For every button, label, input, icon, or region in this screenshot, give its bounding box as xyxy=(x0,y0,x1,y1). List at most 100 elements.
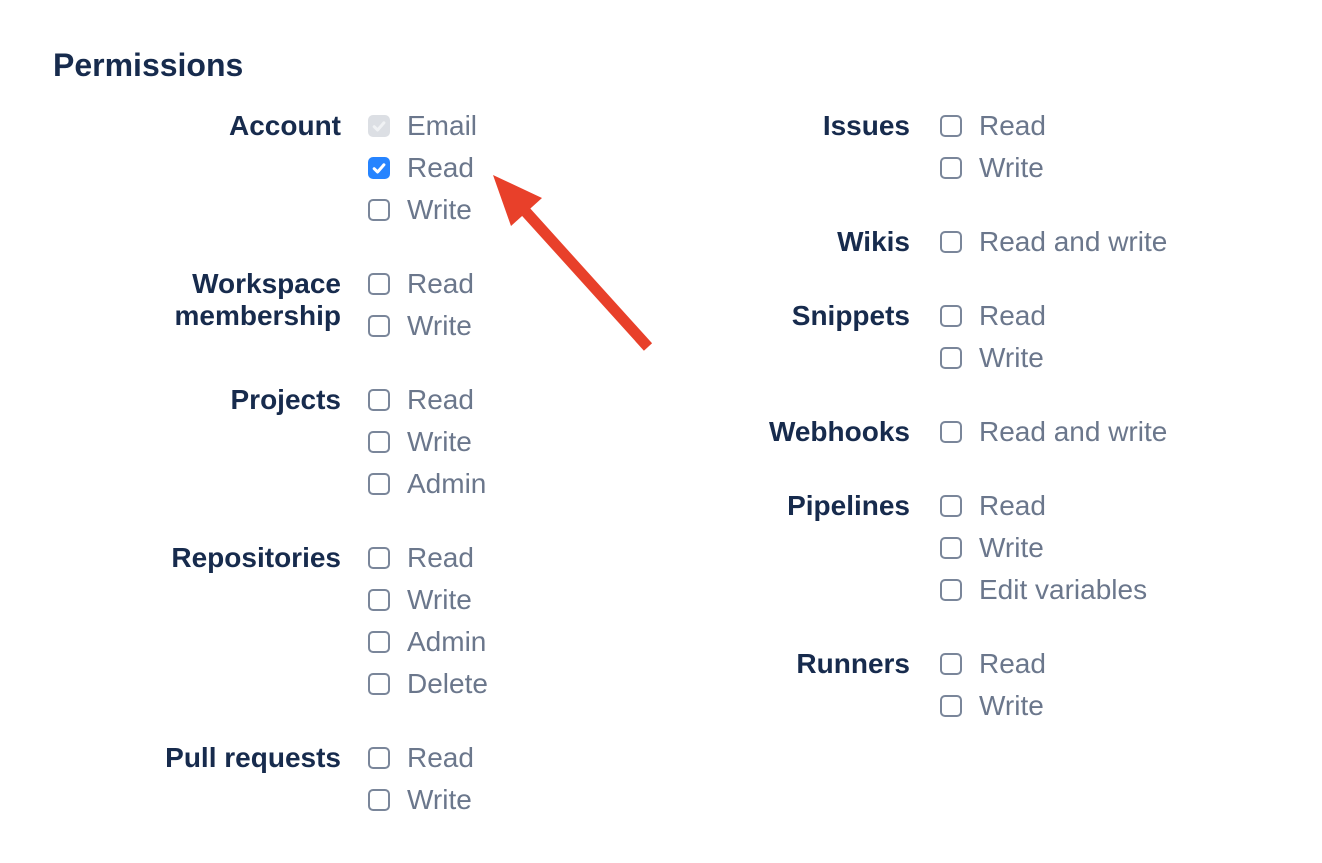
checkbox-label[interactable]: Read xyxy=(407,268,474,299)
repositories-delete-row[interactable]: Delete xyxy=(368,668,488,699)
group-label-issues: Issues xyxy=(822,110,910,141)
permission-options: Read Write xyxy=(940,300,1046,389)
checkbox-label[interactable]: Read and write xyxy=(979,226,1168,257)
repositories-admin-row[interactable]: Admin xyxy=(368,626,488,657)
projects-admin-checkbox[interactable] xyxy=(368,473,390,495)
repositories-read-row[interactable]: Read xyxy=(368,542,488,573)
pipelines-edit-variables-row[interactable]: Edit variables xyxy=(940,574,1148,605)
workspace-membership-write-checkbox[interactable] xyxy=(368,315,390,337)
permission-group: Pipelines Read Write Edit variables xyxy=(613,490,1167,621)
projects-read-checkbox[interactable] xyxy=(368,389,390,411)
checkbox-label[interactable]: Read xyxy=(979,110,1046,141)
runners-write-checkbox[interactable] xyxy=(940,695,962,717)
wikis-read-and-write-checkbox[interactable] xyxy=(940,231,962,253)
checkbox-label[interactable]: Write xyxy=(979,342,1044,373)
checkbox-label[interactable]: Write xyxy=(407,784,472,815)
checkbox-label[interactable]: Write xyxy=(979,152,1044,183)
checkbox-label[interactable]: Read xyxy=(407,384,474,415)
pipelines-write-checkbox[interactable] xyxy=(940,537,962,559)
permissions-page: Permissions Account Email Read Write xyxy=(53,47,1167,814)
checkbox-label[interactable]: Read xyxy=(407,542,474,573)
checkbox-label[interactable]: Read xyxy=(979,490,1046,521)
checkbox-label[interactable]: Read xyxy=(979,648,1046,679)
snippets-write-checkbox[interactable] xyxy=(940,347,962,369)
projects-admin-row[interactable]: Admin xyxy=(368,468,487,499)
wikis-read-and-write-row[interactable]: Read and write xyxy=(940,226,1168,257)
account-write-checkbox[interactable] xyxy=(368,199,390,221)
checkbox-label[interactable]: Read and write xyxy=(979,416,1168,447)
checkbox-label[interactable]: Write xyxy=(979,690,1044,721)
repositories-delete-checkbox[interactable] xyxy=(368,673,390,695)
runners-read-row[interactable]: Read xyxy=(940,648,1046,679)
issues-write-checkbox[interactable] xyxy=(940,157,962,179)
projects-write-row[interactable]: Write xyxy=(368,426,486,457)
pull-requests-write-checkbox[interactable] xyxy=(368,789,390,811)
group-label-account: Account xyxy=(229,110,341,141)
runners-write-row[interactable]: Write xyxy=(940,690,1046,721)
page-title: Permissions xyxy=(53,47,244,83)
permission-group: Runners Read Write xyxy=(613,648,1167,737)
workspace-membership-read-row[interactable]: Read xyxy=(368,268,474,299)
repositories-read-checkbox[interactable] xyxy=(368,547,390,569)
pipelines-edit-variables-checkbox[interactable] xyxy=(940,579,962,601)
checkbox-label[interactable]: Read xyxy=(979,300,1046,331)
issues-read-row[interactable]: Read xyxy=(940,110,1046,141)
pull-requests-write-row[interactable]: Write xyxy=(368,784,474,815)
permissions-column-left: Account Email Read Write Workspace membe… xyxy=(53,110,613,863)
checkbox-label[interactable]: Read xyxy=(407,742,474,773)
group-label-runners: Runners xyxy=(796,648,910,679)
pipelines-write-row[interactable]: Write xyxy=(940,532,1147,563)
checkbox-label[interactable]: Admin xyxy=(407,626,487,657)
checkbox-label[interactable]: Read xyxy=(407,152,474,183)
account-read-checkbox[interactable] xyxy=(368,157,390,179)
pipelines-read-row[interactable]: Read xyxy=(940,490,1147,521)
checkbox-label[interactable]: Write xyxy=(407,310,472,341)
permission-options: Read Write xyxy=(368,268,474,357)
issues-read-checkbox[interactable] xyxy=(940,115,962,137)
checkbox-label[interactable]: Delete xyxy=(407,668,488,699)
checkbox-label[interactable]: Write xyxy=(407,584,472,615)
permission-group: Repositories Read Write Admin xyxy=(53,542,613,715)
permission-options: Read Write xyxy=(940,110,1046,199)
pull-requests-read-row[interactable]: Read xyxy=(368,742,474,773)
permission-options: Read and write xyxy=(940,226,1168,273)
permission-options: Read Write xyxy=(368,742,474,831)
runners-read-checkbox[interactable] xyxy=(940,653,962,675)
snippets-read-checkbox[interactable] xyxy=(940,305,962,327)
account-write-row[interactable]: Write xyxy=(368,194,477,225)
checkbox-label[interactable]: Write xyxy=(407,426,472,457)
group-label-snippets: Snippets xyxy=(791,300,910,331)
pipelines-read-checkbox[interactable] xyxy=(940,495,962,517)
permission-group: Wikis Read and write xyxy=(613,226,1168,273)
permission-options: Read Write Edit variables xyxy=(940,490,1148,621)
webhooks-read-and-write-checkbox[interactable] xyxy=(940,421,962,443)
issues-write-row[interactable]: Write xyxy=(940,152,1046,183)
webhooks-read-and-write-row[interactable]: Read and write xyxy=(940,416,1168,447)
permission-options: Read Write Admin xyxy=(368,384,487,515)
permission-options: Read Write xyxy=(940,648,1046,737)
projects-read-row[interactable]: Read xyxy=(368,384,486,415)
checkbox-label[interactable]: Write xyxy=(407,194,472,225)
repositories-write-row[interactable]: Write xyxy=(368,584,488,615)
group-label-workspace-membership: Workspace membership xyxy=(174,268,342,331)
checkbox-label[interactable]: Edit variables xyxy=(979,574,1148,605)
permission-options: Email Read Write xyxy=(368,112,477,241)
permission-group: Projects Read Write Admin xyxy=(53,384,613,515)
workspace-membership-read-checkbox[interactable] xyxy=(368,273,390,295)
pull-requests-read-checkbox[interactable] xyxy=(368,747,390,769)
permission-options: Read and write xyxy=(940,416,1168,463)
projects-write-checkbox[interactable] xyxy=(368,431,390,453)
repositories-admin-checkbox[interactable] xyxy=(368,631,390,653)
checkbox-label[interactable]: Write xyxy=(979,532,1044,563)
snippets-read-row[interactable]: Read xyxy=(940,300,1046,331)
permission-group: Webhooks Read and write xyxy=(613,416,1168,463)
snippets-write-row[interactable]: Write xyxy=(940,342,1046,373)
checkbox-label[interactable]: Admin xyxy=(407,468,487,499)
repositories-write-checkbox[interactable] xyxy=(368,589,390,611)
group-label-repositories: Repositories xyxy=(171,542,341,573)
permissions-columns: Account Email Read Write Workspace membe… xyxy=(53,110,1322,863)
account-read-row[interactable]: Read xyxy=(368,152,477,183)
workspace-membership-write-row[interactable]: Write xyxy=(368,310,474,341)
account-email-row: Email xyxy=(368,112,477,140)
group-label-pipelines: Pipelines xyxy=(787,490,910,521)
